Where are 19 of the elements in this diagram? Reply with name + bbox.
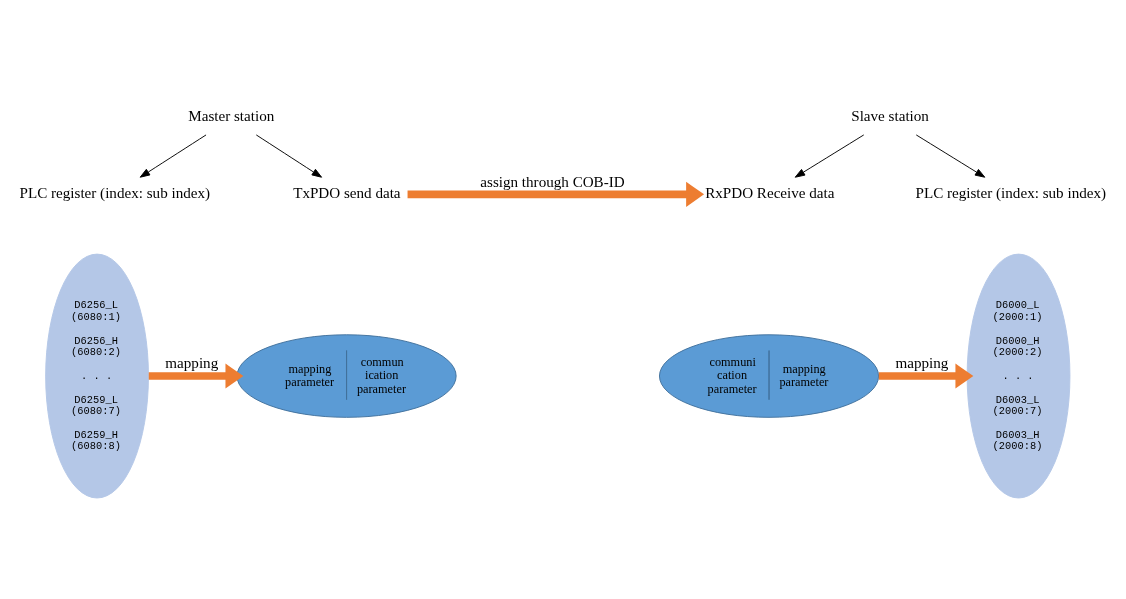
edge-label: mapping [895, 355, 949, 372]
edge-label: mapping [165, 355, 219, 372]
arrow [255, 134, 323, 178]
node-ellipse: communi cation parameter mapping parameter [659, 334, 880, 418]
node-text: Slave station [851, 108, 929, 125]
arrow [139, 134, 207, 178]
edge-label: assign through COB-ID [480, 173, 625, 190]
node-text: RxPDO Receive data [705, 184, 835, 201]
node-text: TxPDO send data [293, 184, 401, 201]
arrow [794, 134, 865, 178]
arrow [878, 363, 974, 389]
node-text: Master station [188, 108, 275, 125]
node-text: PLC register (index: sub index) [19, 184, 211, 201]
arrow [148, 363, 244, 389]
node-ellipse: mapping parameter commun ication parameter [236, 334, 457, 418]
node-ellipse: D6256_L (6080:1) D6256_H (6080:2) . . . D6259_L (6080:7) D6259_H (6080:8) [45, 253, 149, 499]
node-text: PLC register (index: sub index) [915, 184, 1107, 201]
arrow [915, 134, 986, 178]
node-ellipse: D6000_L (2000:1) D6000_H (2000:2) . . . D6003_L (2000:7) D6003_H (2000:8) [966, 253, 1071, 499]
